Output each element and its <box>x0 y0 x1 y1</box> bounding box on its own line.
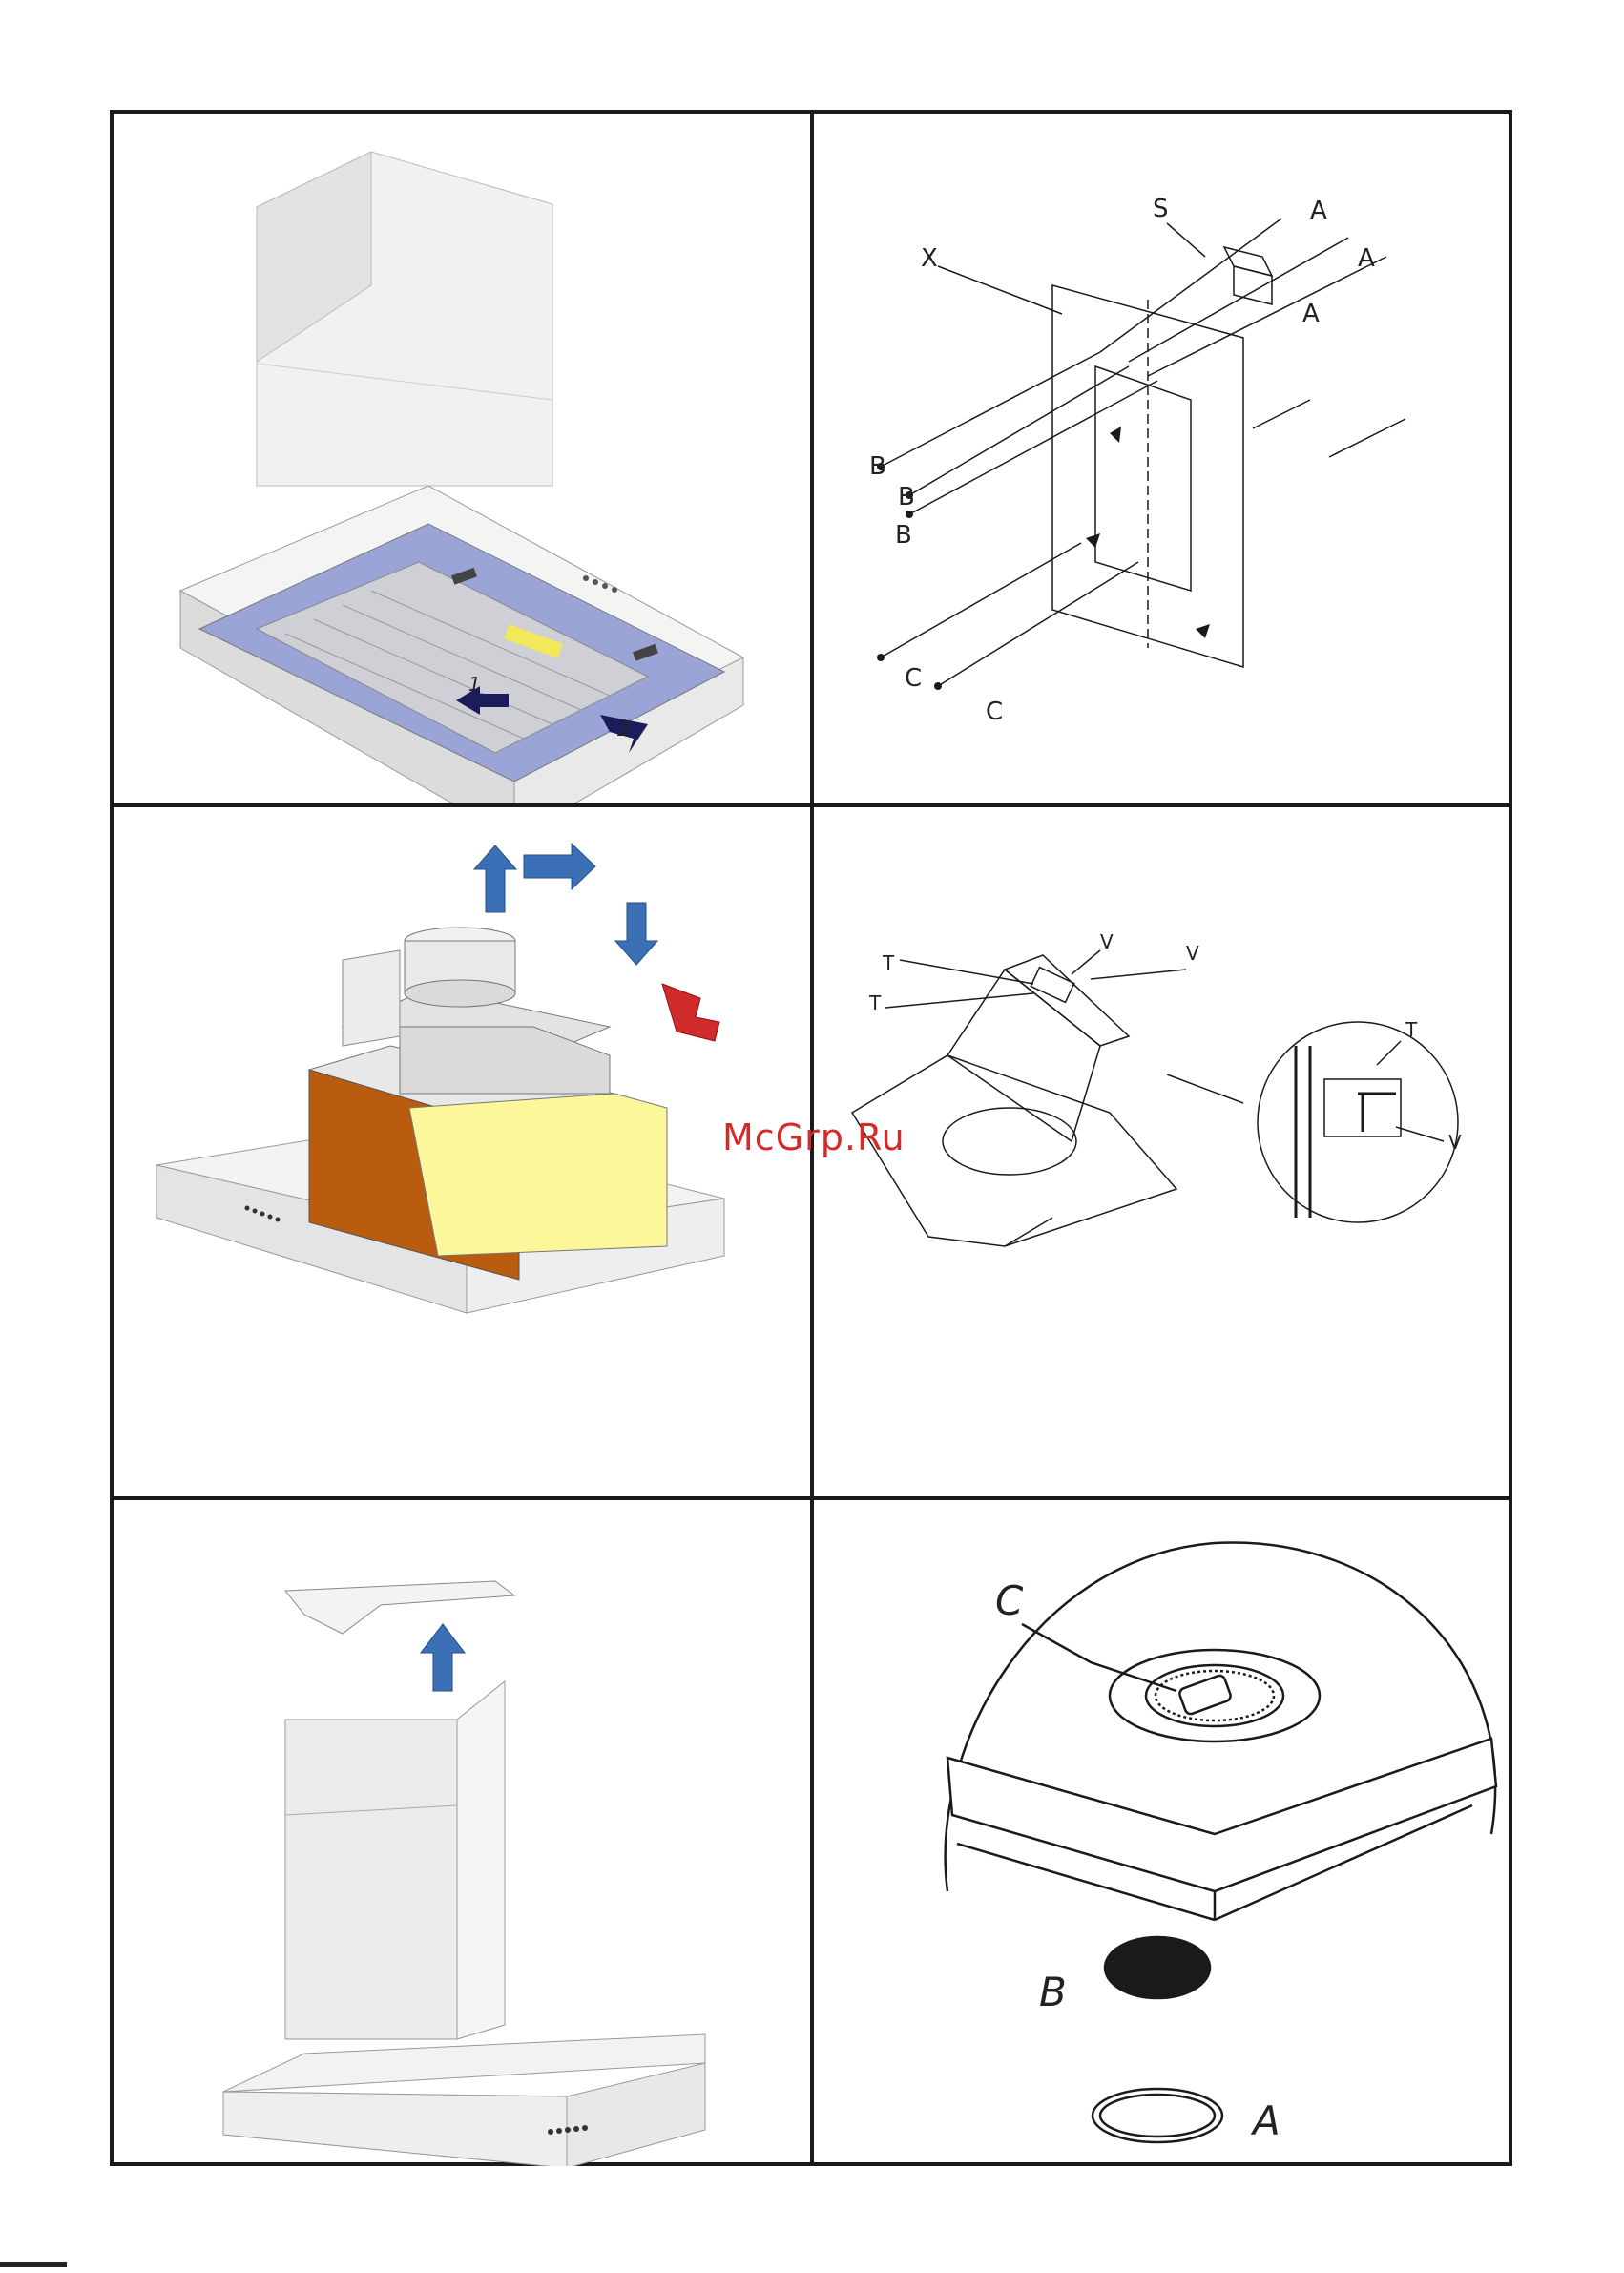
panel-hood-filter-removal: 1 2 <box>114 114 810 803</box>
label-b-2: B <box>898 483 915 511</box>
label-a: A <box>1250 2097 1280 2144</box>
label-x: X <box>921 244 938 273</box>
arrow-1-label: 1 <box>468 673 481 696</box>
label-c-2: C <box>986 698 1003 726</box>
page-footer-mark <box>0 2262 67 2267</box>
label-a-3: A <box>1302 300 1320 328</box>
label-s: S <box>1153 195 1169 223</box>
panel-knob-detail: C B A <box>814 1500 1512 2166</box>
label-t-2: T <box>868 991 882 1014</box>
panel-screw-detail: T V V T T V <box>814 807 1512 1496</box>
label-b-1: B <box>869 452 886 481</box>
label-a-2: A <box>1358 244 1375 273</box>
label-t-1: T <box>882 951 895 974</box>
watermark-text: McGrp.Ru <box>722 1116 906 1158</box>
label-t-3: T <box>1405 1018 1418 1041</box>
label-v-3: V <box>1448 1131 1462 1154</box>
arrow-2-label: 2 <box>617 718 630 740</box>
label-c: C <box>995 1577 1024 1624</box>
panel-motor-unit <box>114 807 810 1496</box>
label-v-2: V <box>1186 942 1199 965</box>
label-c-1: C <box>905 664 922 693</box>
panel-mounting-plate: S A A A X B B B C C <box>814 114 1512 803</box>
label-b: B <box>1039 1969 1067 2015</box>
panel-chimney-removal <box>114 1500 810 2166</box>
label-v-1: V <box>1100 930 1114 953</box>
label-a-1: A <box>1310 197 1327 225</box>
label-b-3: B <box>895 521 912 550</box>
